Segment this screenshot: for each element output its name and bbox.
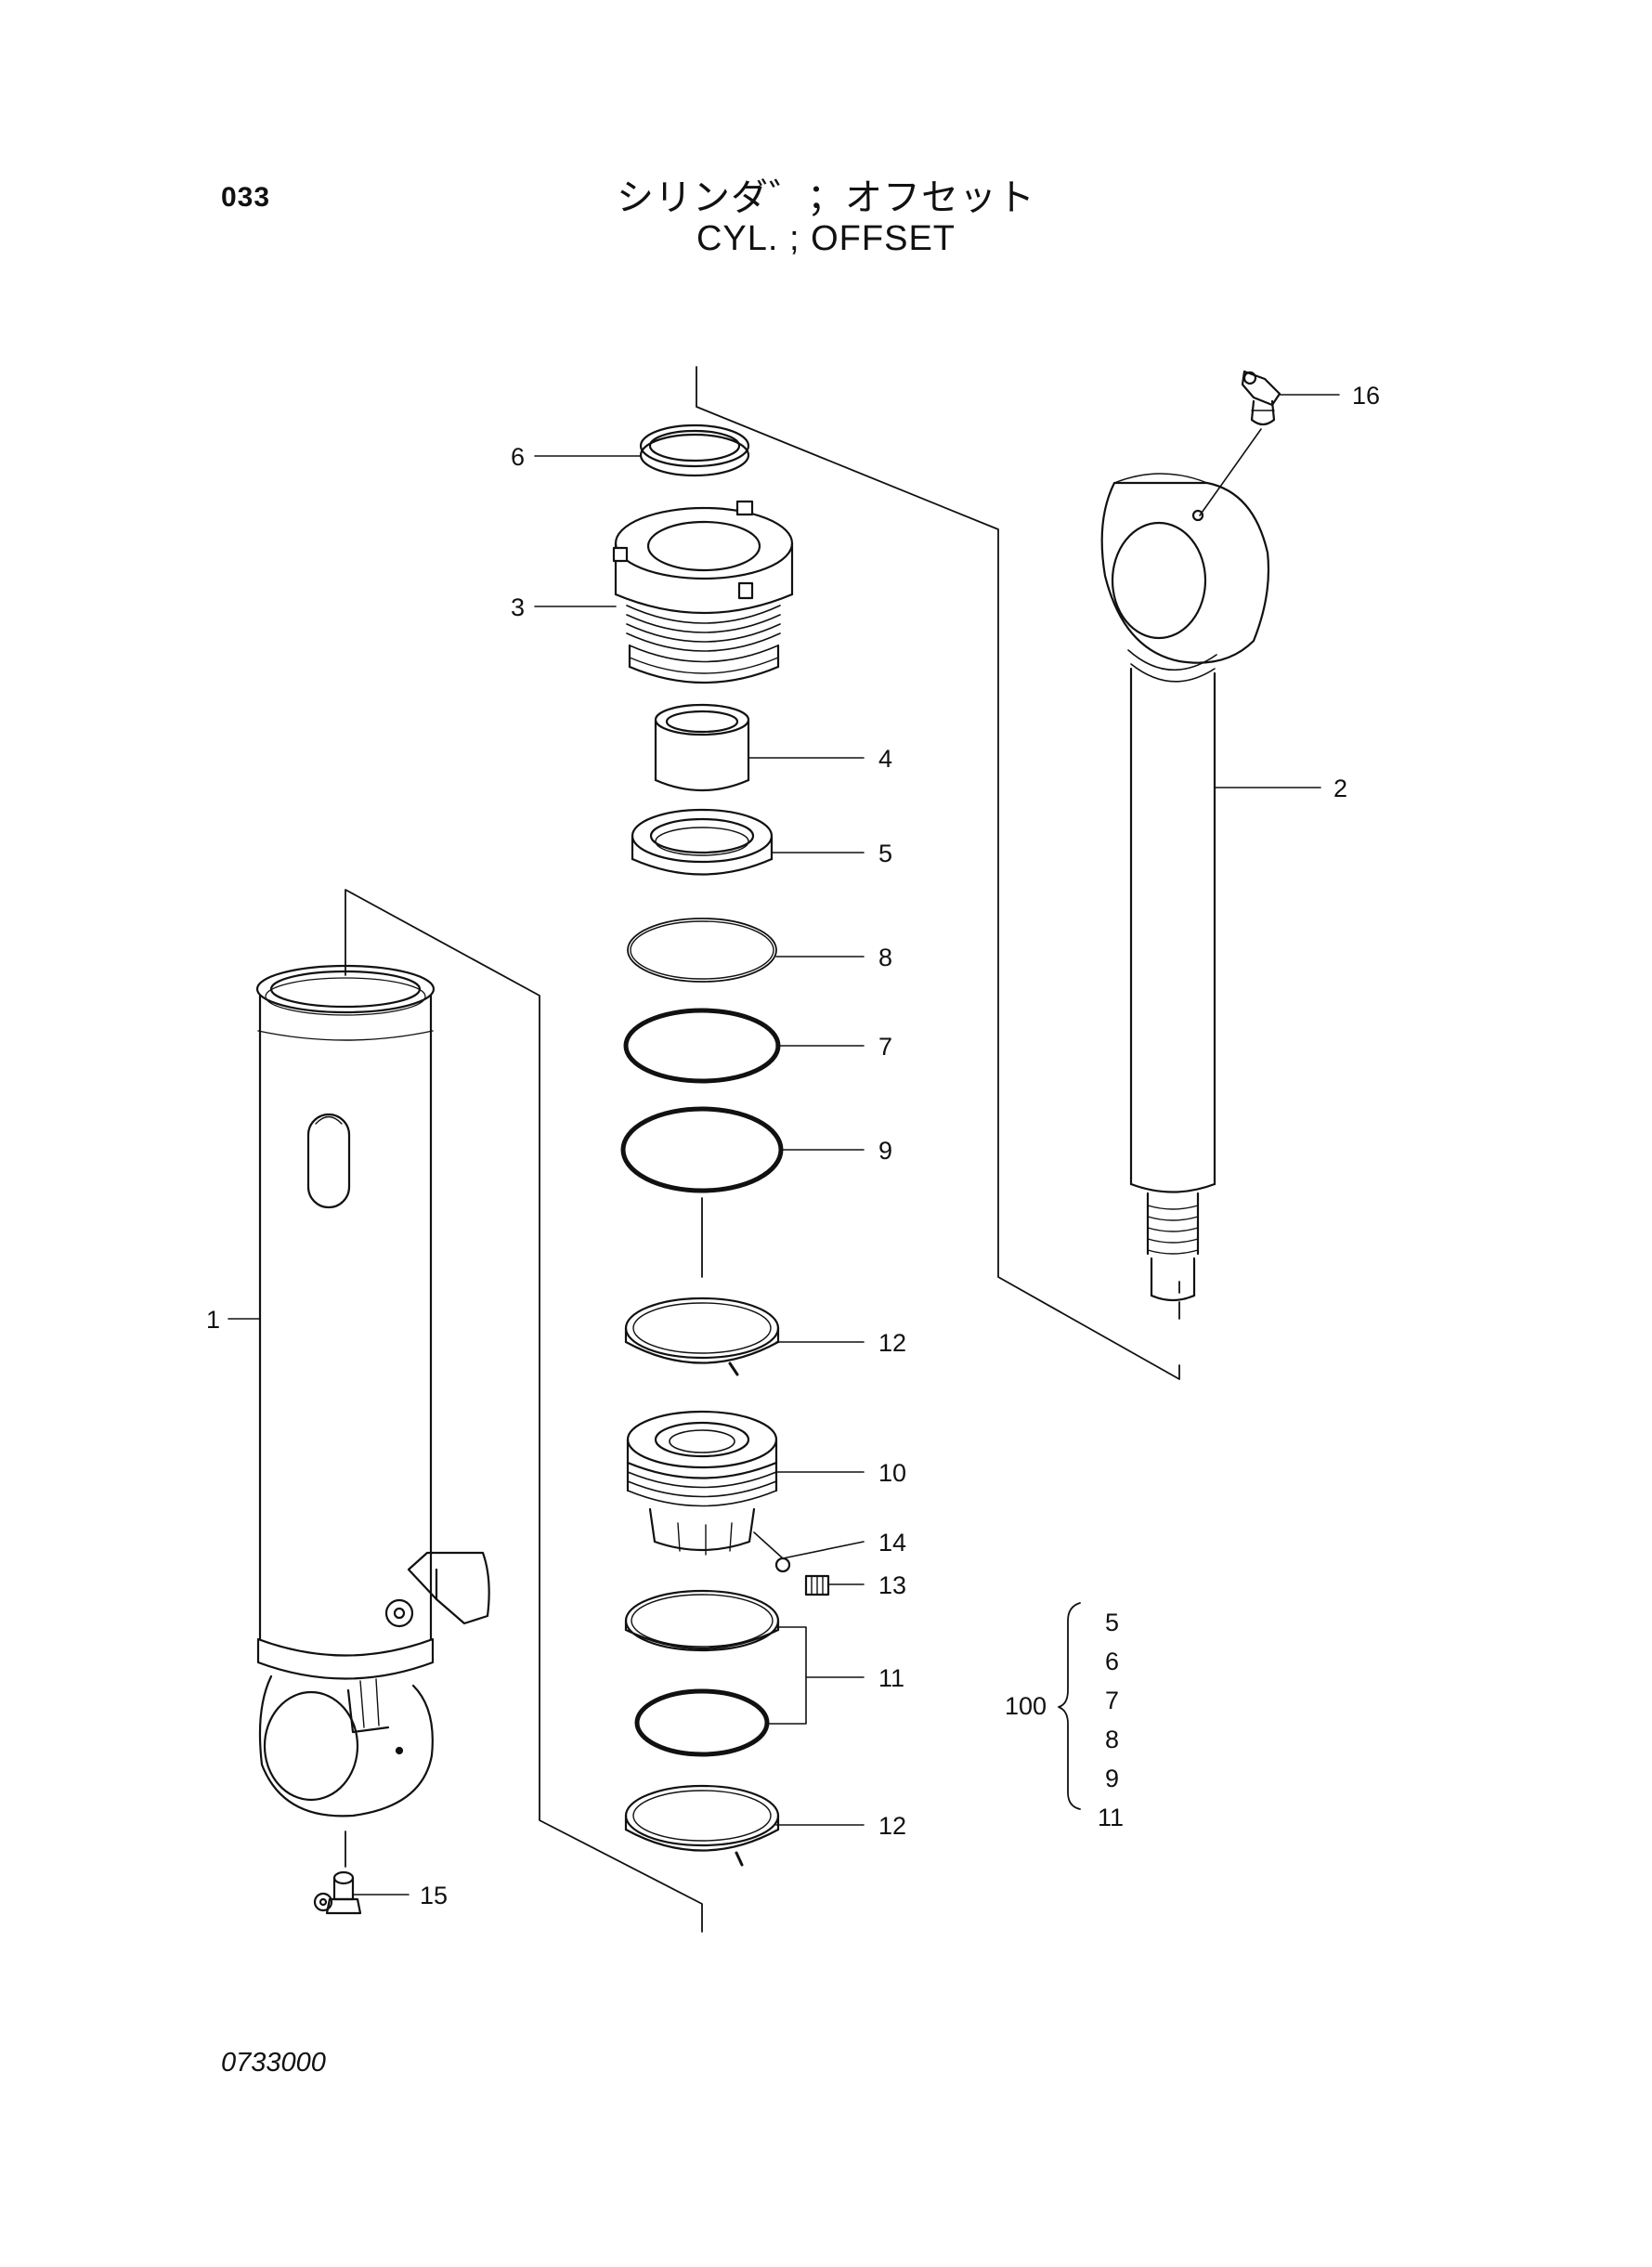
callout-10: 10 (878, 1459, 906, 1487)
page-number: 033 (221, 182, 271, 213)
drawing-number: 0733000 (221, 2048, 326, 2078)
set-screw-part-13 (804, 1574, 830, 1596)
kit-item: 7 (1105, 1687, 1119, 1714)
callout-3: 3 (511, 593, 525, 621)
callout-6: 6 (511, 443, 525, 471)
seal-part-5 (631, 808, 774, 876)
callout-12-lower: 12 (878, 1812, 906, 1840)
kit-item: 8 (1105, 1726, 1119, 1753)
o-ring-part-7 (623, 1008, 781, 1084)
piston-rod-part-2 (1100, 473, 1270, 1302)
callout-16: 16 (1352, 382, 1380, 410)
guide-lines (345, 366, 1180, 1933)
title-japanese: シリンダ゛；オフセット (617, 177, 1035, 218)
callout-5: 5 (878, 840, 892, 867)
backup-ring-part-8 (627, 918, 777, 983)
seal-kit-part-11 (624, 1589, 780, 1757)
callout-2: 2 (1333, 775, 1347, 802)
callout-labels: 1 2 3 4 5 6 7 8 9 10 11 12 12 13 14 15 1… (206, 382, 1380, 1909)
wiper-ring-part-6 (639, 423, 750, 477)
title-english: CYL. ; OFFSET (696, 219, 956, 258)
kit-item: 6 (1105, 1648, 1119, 1675)
kit-item: 11 (1098, 1804, 1124, 1831)
callout-1: 1 (206, 1306, 220, 1334)
callout-8: 8 (878, 944, 892, 971)
kit-item: 9 (1105, 1765, 1119, 1792)
piston-part-10 (626, 1410, 778, 1556)
kit-number: 100 (1005, 1692, 1047, 1720)
gland-part-3 (612, 500, 794, 684)
wear-ring-part-12-lower (624, 1784, 780, 1867)
ball-part-14 (774, 1557, 791, 1573)
grease-fitting-part-15 (313, 1870, 362, 1915)
leader-lines (228, 394, 1340, 1896)
kit-item: 5 (1105, 1609, 1119, 1636)
grease-fitting-part-16 (1199, 370, 1281, 516)
callout-12-upper: 12 (878, 1329, 906, 1357)
bushing-part-4 (654, 703, 750, 792)
cylinder-tube-part-1 (255, 964, 490, 1818)
callout-7: 7 (878, 1033, 892, 1061)
o-ring-part-9 (620, 1106, 784, 1193)
callout-14: 14 (878, 1529, 906, 1557)
callout-4: 4 (878, 745, 892, 773)
callout-9: 9 (878, 1137, 892, 1165)
callout-13: 13 (878, 1571, 906, 1599)
wear-ring-part-12-upper (624, 1296, 780, 1376)
kit-100-list: 100 5 6 7 8 9 11 (1005, 1609, 1124, 1831)
callout-11: 11 (878, 1664, 904, 1692)
callout-15: 15 (420, 1882, 448, 1909)
